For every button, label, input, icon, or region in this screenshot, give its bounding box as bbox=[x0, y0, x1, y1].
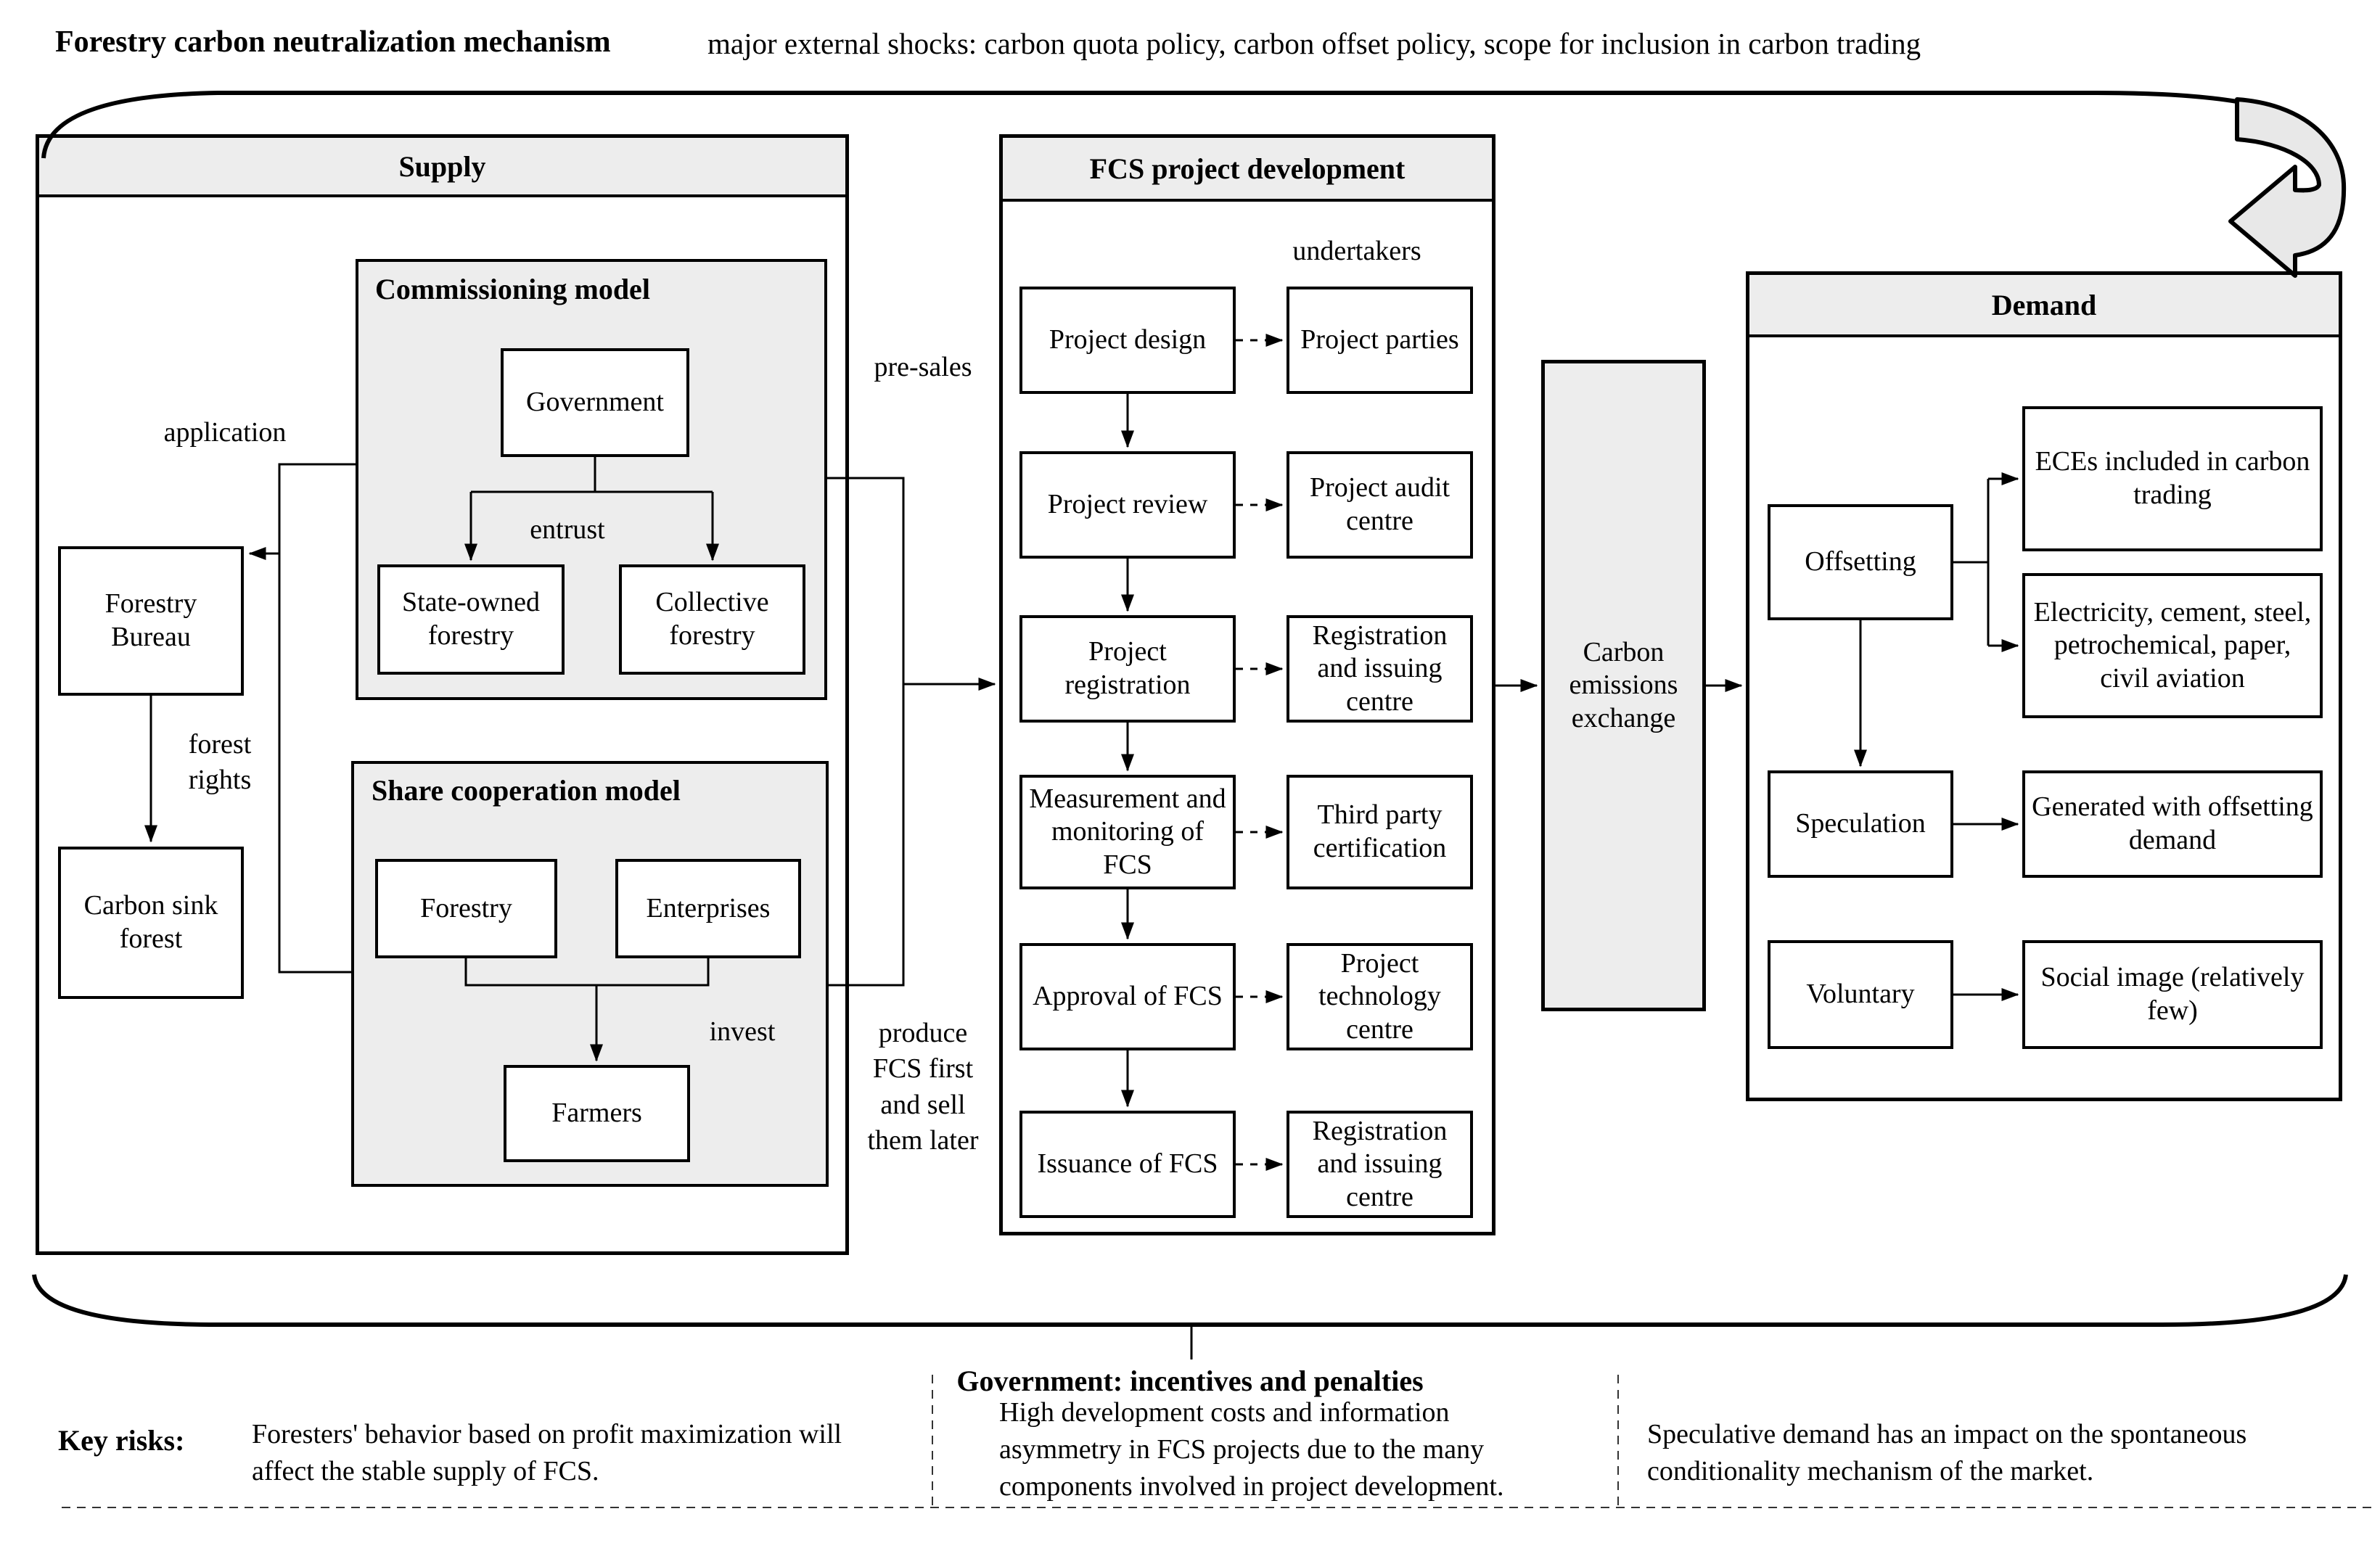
partner-third-party-certification: Third party certification bbox=[1287, 775, 1473, 889]
key-risks-label: Key risks: bbox=[58, 1424, 185, 1457]
application-label: application bbox=[163, 417, 287, 448]
farmers-box: Farmers bbox=[504, 1065, 690, 1162]
carbon-emissions-exchange-box: Carbon emissions exchange bbox=[1541, 360, 1706, 1011]
step-project-registration: Project registration bbox=[1019, 615, 1236, 723]
supply-header: Supply bbox=[39, 138, 845, 197]
partner-registration-issuing-centre: Registration and issuing centre bbox=[1287, 615, 1473, 723]
commissioning-model-title: Commissioning model bbox=[375, 273, 650, 305]
voluntary-box: Voluntary bbox=[1768, 940, 1953, 1049]
share-cooperation-model-title: Share cooperation model bbox=[372, 774, 681, 807]
social-image-box: Social image (relatively few) bbox=[2022, 940, 2323, 1049]
carbon-sink-forest-box: Carbon sink forest bbox=[58, 847, 244, 999]
collective-forestry-box: Collective forestry bbox=[619, 564, 805, 675]
key-risk-speculation: Speculative demand has an impact on the … bbox=[1647, 1419, 2247, 1486]
eces-box: ECEs included in carbon trading bbox=[2022, 406, 2323, 551]
demand-header: Demand bbox=[1749, 275, 2339, 337]
external-shock-curved-arrow-icon bbox=[2228, 97, 2347, 278]
partner-project-audit-centre: Project audit centre bbox=[1287, 451, 1473, 559]
key-risk-development: High development costs and information a… bbox=[999, 1397, 1504, 1502]
speculation-box: Speculation bbox=[1768, 770, 1953, 878]
fcs-header: FCS project development bbox=[1003, 138, 1492, 202]
partner-project-technology-centre: Project technology centre bbox=[1287, 943, 1473, 1050]
partner-registration-issuing-centre-2: Registration and issuing centre bbox=[1287, 1111, 1473, 1218]
state-owned-forestry-box: State-owned forestry bbox=[377, 564, 565, 675]
page-title: Forestry carbon neutralization mechanism bbox=[55, 25, 611, 59]
produce-fcs-label: produce FCS first and sell them later bbox=[867, 1018, 979, 1156]
offsetting-box: Offsetting bbox=[1768, 504, 1953, 620]
step-issuance-fcs: Issuance of FCS bbox=[1019, 1111, 1236, 1218]
step-approval-fcs: Approval of FCS bbox=[1019, 943, 1236, 1050]
forest-rights-label: forest rights bbox=[188, 729, 252, 796]
government-incentives-note: Government: incentives and penalties bbox=[956, 1365, 1424, 1397]
demand-title: Demand bbox=[1991, 288, 2097, 321]
invest-label: invest bbox=[709, 1016, 776, 1047]
generated-demand-box: Generated with offsetting demand bbox=[2022, 770, 2323, 878]
supply-title: Supply bbox=[398, 149, 486, 183]
enterprises-box: Enterprises bbox=[615, 859, 801, 958]
government-box: Government bbox=[501, 348, 689, 457]
partner-project-parties: Project parties bbox=[1287, 287, 1473, 394]
step-project-review: Project review bbox=[1019, 451, 1236, 559]
external-shocks-note: major external shocks: carbon quota poli… bbox=[707, 27, 1921, 60]
step-measurement-monitoring: Measurement and monitoring of FCS bbox=[1019, 775, 1236, 889]
undertakers-label: undertakers bbox=[1292, 236, 1421, 266]
forestry-box: Forestry bbox=[375, 859, 557, 958]
industries-box: Electricity, cement, steel, petrochemica… bbox=[2022, 573, 2323, 718]
forestry-bureau-box: Forestry Bureau bbox=[58, 546, 244, 696]
entrust-label: entrust bbox=[530, 514, 605, 545]
step-project-design: Project design bbox=[1019, 287, 1236, 394]
key-risk-supply: Foresters' behavior based on profit maxi… bbox=[252, 1419, 842, 1486]
fcs-title: FCS project development bbox=[1089, 152, 1406, 185]
pre-sales-label: pre-sales bbox=[874, 352, 972, 382]
bracket-bottom bbox=[32, 1274, 2348, 1327]
